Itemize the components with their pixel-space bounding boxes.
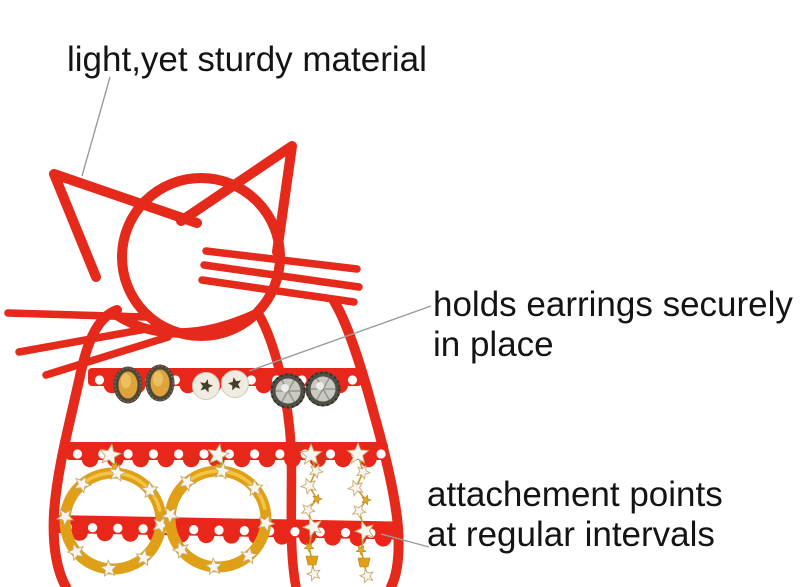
cat-head-frame	[49, 141, 297, 341]
pointer-attachment	[380, 533, 430, 548]
callout-material: light,yet sturdy material	[67, 40, 427, 79]
callout-lines	[81, 76, 432, 548]
stud-earrings	[113, 364, 341, 409]
star-dangle-earrings	[299, 441, 375, 584]
pointer-security	[248, 305, 432, 372]
pointer-material	[81, 76, 111, 177]
gold-hoop-earrings	[55, 443, 276, 578]
callout-security: holds earrings securely in place	[433, 285, 793, 364]
callout-attachment: attachement points at regular intervals	[427, 475, 723, 554]
earring-bar-3	[55, 515, 399, 547]
cat-whiskers	[4, 247, 363, 379]
